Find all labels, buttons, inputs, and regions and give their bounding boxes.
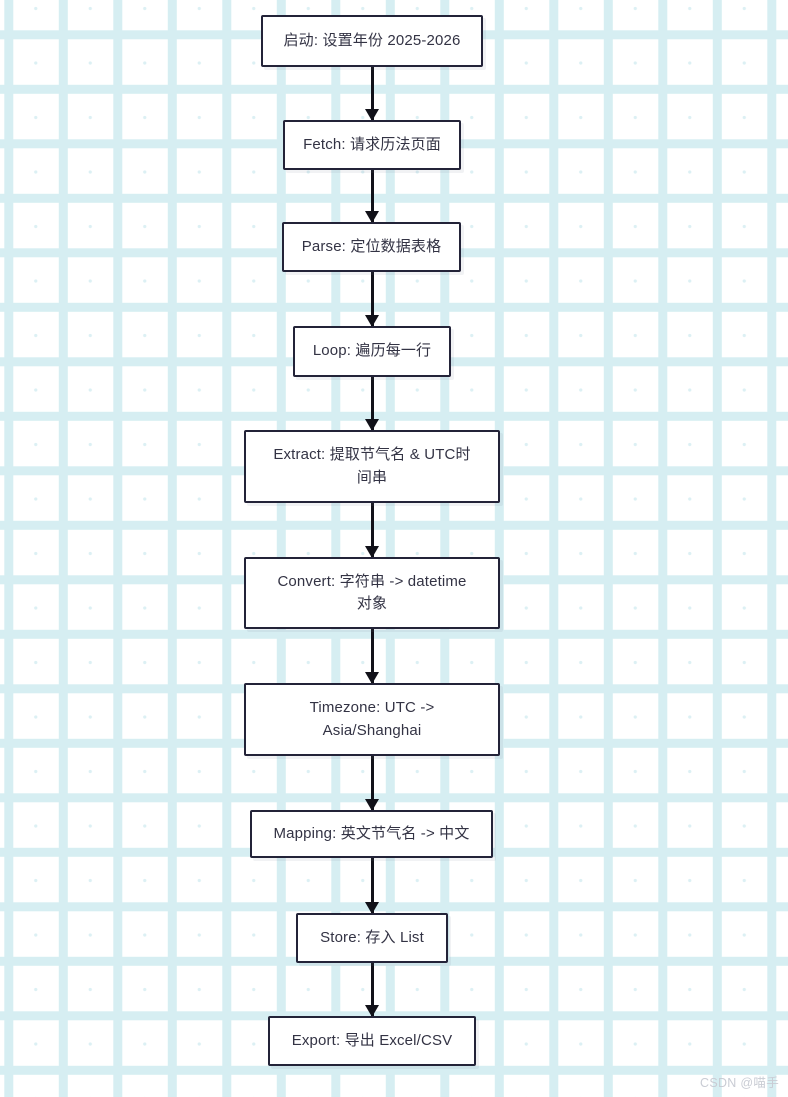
node-store-label: Store: 存入 List (320, 928, 424, 946)
node-fetch[interactable]: Fetch: 请求历法页面 (283, 120, 461, 170)
node-timezone-label-line2: Asia/Shanghai (322, 721, 422, 739)
node-parse-label: Parse: 定位数据表格 (301, 237, 442, 255)
edge-loop-to-extract (370, 377, 374, 430)
edge-parse-to-loop (370, 272, 374, 326)
node-convert-label: Convert: 字符串 -> datetime 对象 (277, 571, 466, 615)
node-timezone-label-line1: Timezone: UTC -> (309, 699, 435, 717)
edge-fetch-to-parse (370, 170, 374, 222)
node-start[interactable]: 启动: 设置年份 2025-2026 (261, 15, 483, 67)
node-start-label: 启动: 设置年份 2025-2026 (283, 31, 461, 49)
node-timezone[interactable]: Timezone: UTC -> Asia/Shanghai (244, 683, 500, 756)
node-export-label: Export: 导出 Excel/CSV (291, 1031, 453, 1049)
watermark: CSDN @喵手 (700, 1076, 779, 1090)
node-timezone-label: Timezone: UTC -> Asia/Shanghai (310, 697, 435, 741)
node-fetch-label: Fetch: 请求历法页面 (303, 135, 441, 153)
node-extract[interactable]: Extract: 提取节气名 & UTC时 间串 (244, 430, 500, 503)
node-extract-label-line1: Extract: 提取节气名 & UTC时 (273, 446, 471, 464)
node-convert-label-line2: 对象 (356, 595, 388, 612)
node-mapping[interactable]: Mapping: 英文节气名 -> 中文 (250, 810, 493, 858)
edge-convert-to-timezone (370, 629, 374, 683)
node-parse[interactable]: Parse: 定位数据表格 (282, 222, 461, 272)
edge-store-to-export (370, 963, 374, 1016)
node-convert[interactable]: Convert: 字符串 -> datetime 对象 (244, 557, 500, 629)
node-export[interactable]: Export: 导出 Excel/CSV (268, 1016, 476, 1066)
node-store[interactable]: Store: 存入 List (296, 913, 448, 963)
node-convert-label-line1: Convert: 字符串 -> datetime (277, 572, 467, 590)
edge-timezone-to-mapping (370, 756, 374, 810)
node-mapping-label: Mapping: 英文节气名 -> 中文 (273, 824, 470, 842)
edge-extract-to-convert (370, 503, 374, 557)
edge-mapping-to-store (370, 858, 374, 913)
node-loop-label: Loop: 遍历每一行 (312, 342, 432, 360)
node-extract-label: Extract: 提取节气名 & UTC时 间串 (273, 444, 470, 488)
node-extract-label-line2: 间串 (356, 468, 388, 486)
node-loop[interactable]: Loop: 遍历每一行 (293, 326, 451, 377)
edge-start-to-fetch (370, 67, 374, 120)
